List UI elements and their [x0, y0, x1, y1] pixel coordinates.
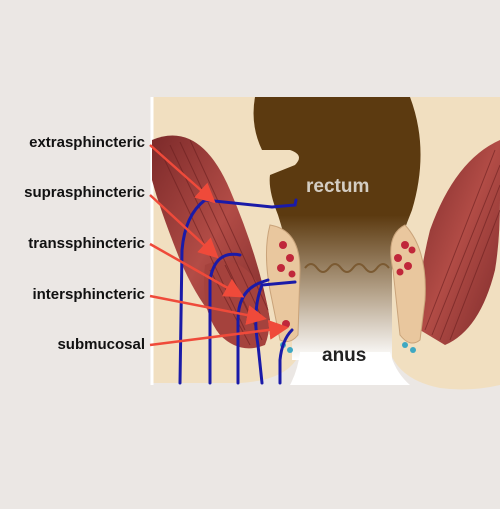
arrow-intersphincteric	[149, 294, 267, 325]
label-submucosal: submucosal	[57, 336, 145, 353]
pointer-arrows	[149, 144, 289, 347]
right-venous-plexus	[402, 342, 416, 353]
arrow-transsphincteric	[149, 242, 245, 298]
label-transsphincteric: transsphincteric	[28, 235, 145, 252]
right-anal-glands	[394, 241, 416, 276]
rectal-opening-tract	[270, 198, 298, 209]
rectum-label: rectum	[306, 176, 370, 197]
arrow-extrasphincteric	[149, 144, 216, 204]
anus-label: anus	[322, 345, 367, 366]
submucosal-tract	[278, 328, 294, 385]
arrow-suprasphincteric	[149, 194, 219, 259]
right-muscle-striations	[424, 149, 500, 341]
suprasphincteric-tract	[208, 252, 242, 385]
label-suprasphincteric: suprasphincteric	[24, 184, 145, 201]
label-extrasphincteric: extrasphincteric	[29, 134, 145, 151]
arrow-submucosal	[149, 319, 289, 347]
anal-opening	[290, 352, 410, 385]
dentate-line	[304, 263, 390, 273]
label-intersphincteric: intersphincteric	[32, 286, 145, 303]
